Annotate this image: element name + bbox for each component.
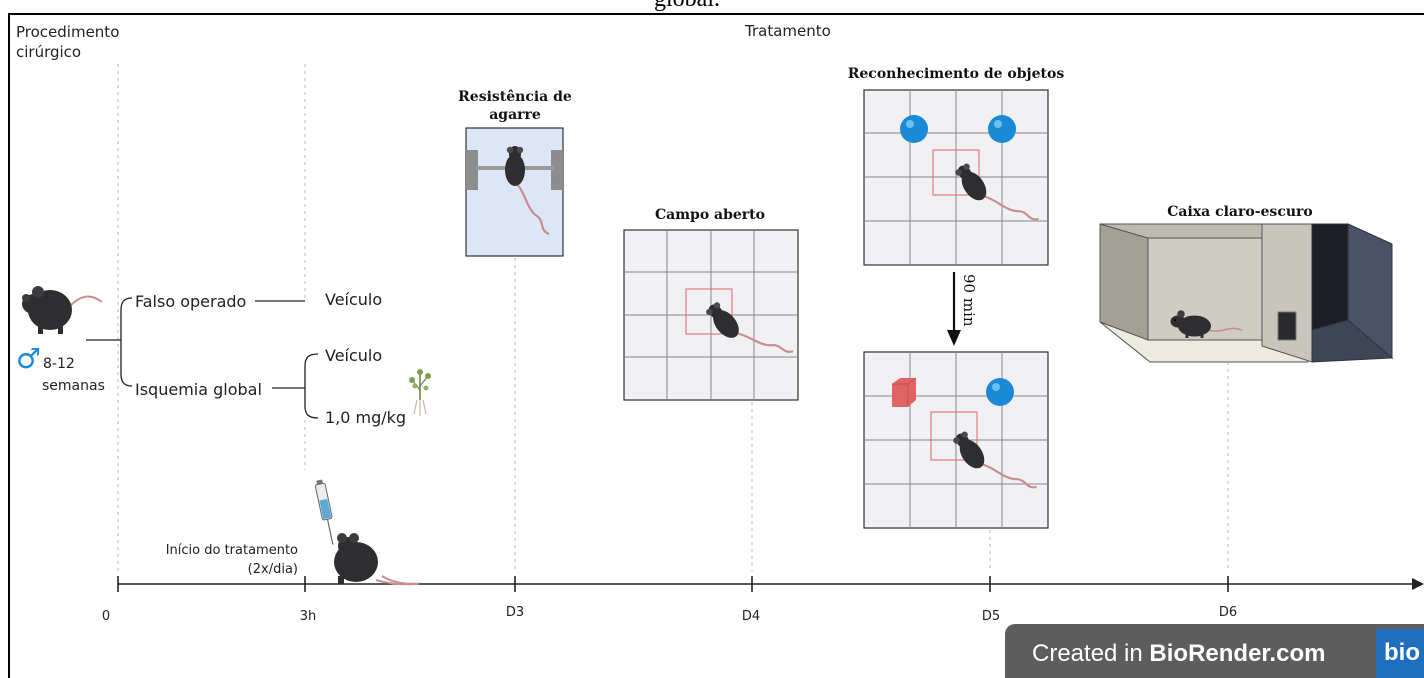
treatment-start-line-2: (2x/dia) [247,562,298,577]
ischemia-vehicle: Veículo [325,346,383,365]
grip-strength-label: Resistência de agarre [430,88,600,124]
object-recognition-label: Reconhecimento de objetos [847,66,1065,82]
biorender-badge[interactable] [1005,624,1424,678]
phase-surgery-line-2: cirúrgico [16,43,82,61]
biorender-badge-brand: BioRender.com [1149,640,1326,667]
mouse-left-illustration [22,286,103,334]
age-range: 8-12 [43,356,75,372]
tick-label-d5: D5 [981,609,1001,624]
light-dark-box-label: Caixa claro-escuro [1167,204,1313,220]
cut-off-caption: global. [0,0,1424,12]
phase-treatment-label: Tratamento [745,22,831,40]
tick-label-d4: D4 [741,609,761,624]
object-recognition-arena-1 [863,89,1049,266]
phase-surgery-line-1: Procedimento [16,23,120,41]
group-bracket [120,297,133,387]
male-symbol-icon: ♂ [16,342,42,375]
mouse-injected-illustration [334,533,420,586]
grip-strength-apparatus [465,127,564,257]
cut-off-caption-text: global. [654,0,720,12]
treatment-start-label: Início do tratamento (2x/dia) [118,541,298,579]
figure-frame [8,13,1424,678]
tick-label-d3: D3 [505,605,525,620]
grip-strength-line-1: Resistência de [458,89,572,105]
plant-icon [409,369,431,416]
group-sham: Falso operado [135,292,247,311]
open-field-label: Campo aberto [655,207,765,223]
syringe-icon [314,479,334,545]
treatment-bracket [304,353,319,419]
ischemia-dose: 1,0 mg/kg [325,408,407,427]
tick-label-d6: D6 [1218,605,1238,620]
timeline-tick-marks [117,576,1229,592]
phase-surgery-label: Procedimento cirúrgico [16,22,119,62]
biorender-logo-text: bio [1384,639,1420,666]
sham-treatment: Veículo [325,290,383,309]
group-ischemia: Isquemia global [135,380,262,399]
tick-label-0: 0 [101,609,111,624]
biorender-logo-icon: bio [1376,629,1424,678]
light-dark-box [1099,223,1394,363]
tick-label-3h: 3h [299,609,317,624]
interval-label: 90 min [960,274,978,327]
timeline-arrowhead [1412,578,1424,590]
open-field-arena [623,229,799,401]
guide-lines [117,64,1229,572]
age-unit: semanas [42,378,105,394]
grip-strength-line-2: agarre [489,107,541,123]
biorender-badge-prefix: Created in [1032,640,1150,667]
biorender-badge-text: Created in BioRender.com [1032,640,1325,668]
treatment-start-line-1: Início do tratamento [165,543,298,558]
object-recognition-arena-2 [863,351,1049,529]
